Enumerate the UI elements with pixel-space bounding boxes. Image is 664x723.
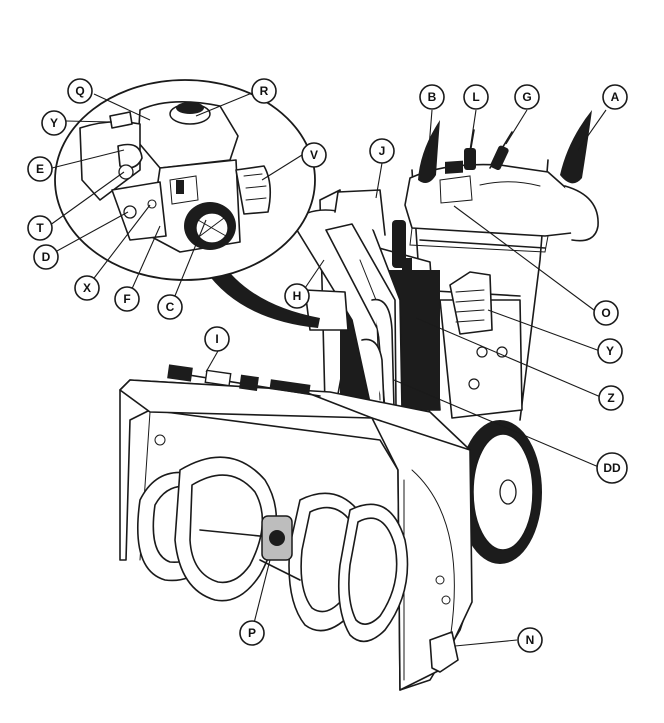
muffler-box [449, 271, 493, 335]
svg-text:Y: Y [606, 344, 614, 358]
callouts: A B C D DD E F G H I J L N O P Q R T V X… [27, 78, 628, 653]
svg-text:R: R [260, 84, 269, 98]
callout-g: G [514, 84, 540, 110]
callout-b: B [419, 84, 445, 110]
callout-p: P [239, 620, 265, 646]
callout-z: Z [598, 385, 624, 411]
chute-rod [334, 189, 386, 236]
svg-text:H: H [293, 289, 302, 303]
callout-h: H [284, 283, 310, 309]
callout-t: T [27, 215, 53, 241]
svg-text:DD: DD [603, 461, 621, 475]
chute-tilt-knob [464, 148, 476, 170]
callout-o: O [593, 300, 619, 326]
chute-rotation-knob [490, 145, 509, 171]
svg-text:V: V [310, 148, 318, 162]
augers [137, 456, 409, 643]
skid-shoe [429, 631, 459, 673]
callout-x: X [74, 275, 100, 301]
svg-text:Z: Z [607, 391, 614, 405]
rear-wheel [458, 420, 542, 564]
svg-text:C: C [166, 300, 175, 314]
svg-text:A: A [611, 90, 620, 104]
callout-y-engine: Y [41, 110, 67, 136]
callout-dd: DD [596, 452, 628, 484]
engine-inset [54, 79, 320, 328]
callout-q: Q [67, 78, 93, 104]
engine-illustration [79, 101, 272, 253]
callout-i: I [204, 326, 230, 352]
svg-text:Y: Y [50, 116, 58, 130]
leader-lines [45, 92, 607, 647]
callout-c: C [157, 294, 183, 320]
drive-shaft [167, 364, 321, 397]
svg-text:T: T [36, 221, 44, 235]
svg-text:D: D [42, 250, 51, 264]
svg-text:X: X [83, 281, 91, 295]
callout-n: N [517, 627, 543, 653]
callout-r: R [251, 78, 277, 104]
svg-text:N: N [526, 633, 535, 647]
svg-text:F: F [123, 292, 130, 306]
svg-text:E: E [36, 162, 44, 176]
callout-v: V [301, 142, 327, 168]
svg-text:G: G [522, 90, 531, 104]
svg-text:J: J [379, 144, 386, 158]
callout-l: L [463, 84, 489, 110]
right-handle-grip [560, 110, 592, 184]
callout-d: D [33, 244, 59, 270]
svg-text:Q: Q [75, 84, 84, 98]
snow-thrower-illustration [119, 110, 599, 691]
svg-text:I: I [215, 332, 218, 346]
callout-y-machine: Y [597, 338, 623, 364]
svg-text:B: B [428, 90, 437, 104]
callout-j: J [369, 138, 395, 164]
callout-a: A [602, 84, 628, 110]
svg-text:L: L [472, 90, 479, 104]
svg-text:P: P [248, 626, 256, 640]
callout-f: F [114, 286, 140, 312]
callout-e: E [27, 156, 53, 182]
control-panel [404, 160, 599, 253]
inset-pointer [205, 260, 320, 328]
svg-text:O: O [601, 306, 610, 320]
